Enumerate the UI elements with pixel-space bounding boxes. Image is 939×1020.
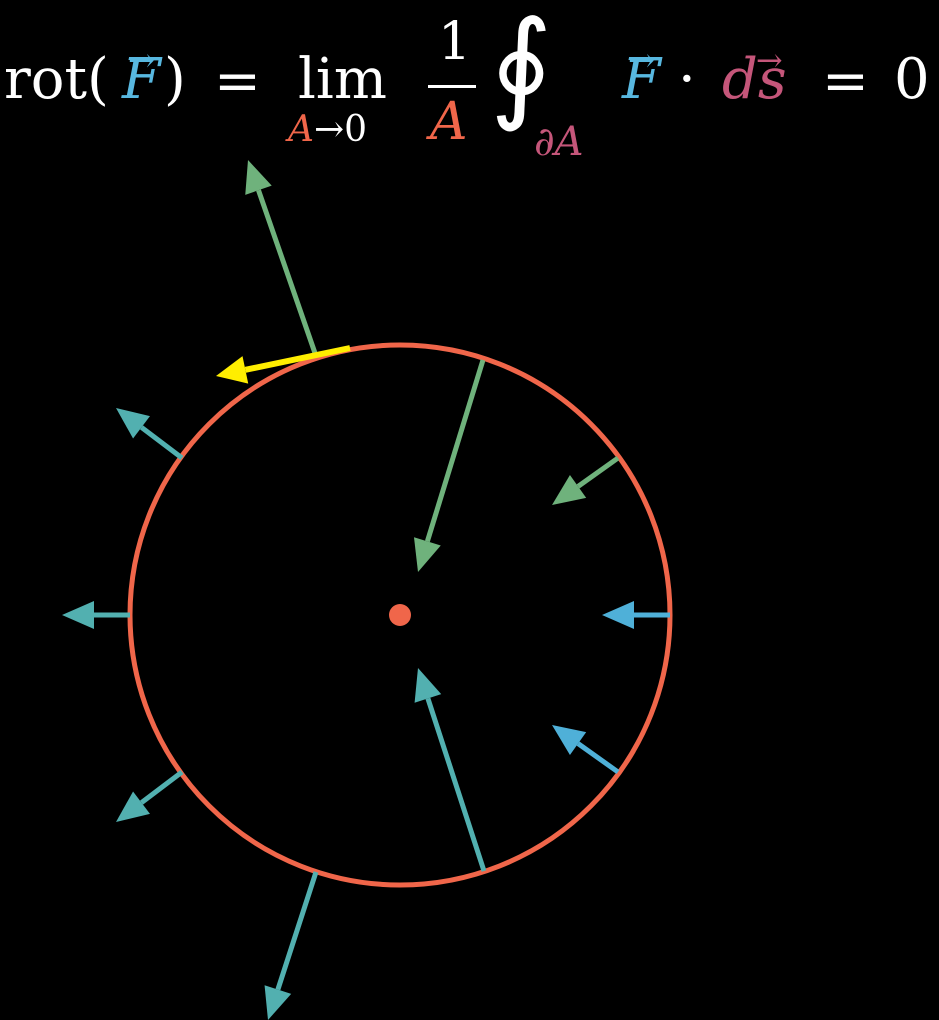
vector-arrow-accent: → bbox=[628, 41, 655, 79]
field-arrow-right-head bbox=[602, 601, 634, 629]
field-arrow-right-lower bbox=[552, 725, 620, 775]
field-arrow-left bbox=[62, 601, 130, 629]
vector-F-1: → F bbox=[122, 41, 161, 112]
boundary-subscript: ∂A bbox=[534, 119, 584, 165]
fraction-bar bbox=[428, 85, 476, 88]
field-arrow-right-lower-shaft bbox=[576, 741, 620, 775]
field-arrow-top-head bbox=[245, 160, 272, 195]
tangent-arrow-head bbox=[216, 356, 249, 384]
field-arrow-top-shaft bbox=[256, 189, 319, 357]
vector-ds: → ds bbox=[722, 41, 787, 112]
dot-operator: · bbox=[678, 47, 696, 112]
field-arrow-top-right-head bbox=[413, 537, 441, 572]
field-arrow-left-head bbox=[62, 601, 94, 629]
lim-subscript: A→0 bbox=[288, 109, 368, 150]
fraction-denominator: A bbox=[430, 92, 468, 152]
tangent-arrow-shaft bbox=[244, 345, 351, 373]
field-arrow-bottom-right bbox=[414, 668, 487, 872]
field-arrow-bottom-right-head bbox=[414, 668, 442, 703]
close-paren: ) bbox=[164, 47, 186, 112]
field-arrow-right bbox=[602, 601, 670, 629]
equals-sign-1: = bbox=[214, 49, 261, 114]
tangent-arrow bbox=[216, 345, 351, 384]
field-arrow-upper-left bbox=[116, 408, 184, 460]
field-arrow-right-upper-head bbox=[552, 475, 587, 505]
field-arrow-bottom bbox=[264, 871, 319, 1020]
field-arrow-bottom-head bbox=[264, 985, 292, 1020]
field-arrows bbox=[62, 160, 670, 1020]
vector-arrow-accent: → bbox=[128, 41, 155, 79]
equals-sign-2: = bbox=[822, 49, 869, 114]
field-arrow-bottom-right-shaft bbox=[425, 697, 487, 872]
field-arrow-right-upper bbox=[552, 455, 620, 505]
zero-result: 0 bbox=[894, 47, 930, 112]
field-arrow-top bbox=[245, 160, 319, 357]
field-arrow-bottom-left bbox=[116, 770, 184, 822]
curl-formula: rot( → F ) = lim A→0 1 A ∮ ∂A → F · → ds… bbox=[0, 0, 939, 180]
fraction-numerator: 1 bbox=[438, 12, 472, 72]
field-arrow-right-upper-shaft bbox=[576, 455, 620, 489]
vector-arrow-accent: → bbox=[755, 41, 783, 79]
field-arrow-top-right bbox=[413, 359, 486, 572]
vector-F-2: → F bbox=[622, 41, 661, 112]
field-arrow-right-lower-head bbox=[552, 725, 587, 755]
field-arrow-top-right-shaft bbox=[424, 359, 486, 543]
rot-text: rot( bbox=[4, 47, 109, 112]
field-arrow-upper-left-head bbox=[116, 408, 150, 439]
field-arrow-bottom-left-head bbox=[116, 791, 150, 822]
contour-integral-sign: ∮ bbox=[490, 0, 553, 135]
field-arrow-upper-left-shaft bbox=[139, 425, 184, 460]
field-arrow-bottom-left-shaft bbox=[139, 770, 184, 805]
field-arrow-bottom-shaft bbox=[275, 871, 319, 991]
center-point bbox=[389, 604, 411, 626]
lim-text: lim bbox=[298, 47, 387, 112]
